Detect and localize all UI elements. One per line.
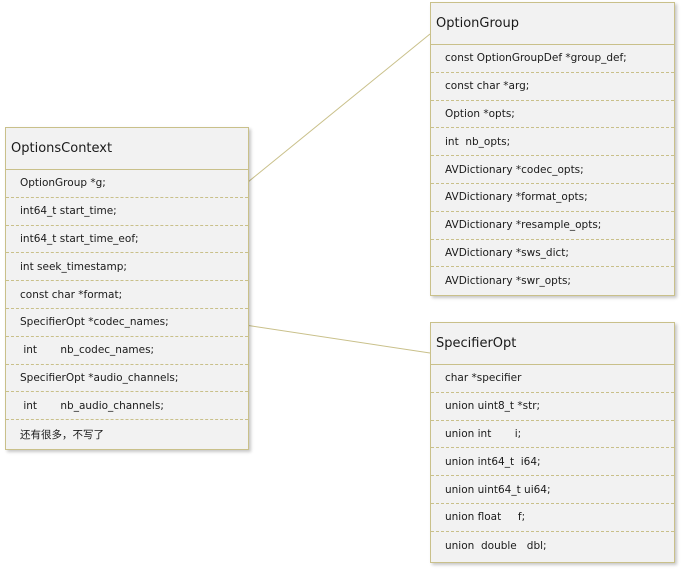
field-row: int64_t start_time_eof; [6, 226, 248, 254]
field-row: int nb_opts; [431, 128, 674, 157]
field-row: AVDictionary *resample_opts; [431, 212, 674, 240]
field-row: union uint8_t *str; [431, 393, 674, 421]
option-group-fields: const OptionGroupDef *group_def; const c… [431, 45, 674, 295]
options-context-title: OptionsContext [6, 128, 248, 170]
field-row: union int64_t i64; [431, 448, 674, 477]
field-row: AVDictionary *codec_opts; [431, 156, 674, 184]
options-context-box: OptionsContext OptionGroup *g; int64_t s… [5, 127, 249, 450]
option-group-box: OptionGroup const OptionGroupDef *group_… [430, 2, 675, 296]
options-context-fields: OptionGroup *g; int64_t start_time; int6… [6, 170, 248, 448]
field-row: SpecifierOpt *audio_channels; [6, 365, 248, 393]
field-row: AVDictionary *format_opts; [431, 184, 674, 212]
connector-optiongroup [247, 33, 431, 183]
field-row: SpecifierOpt *codec_names; [6, 309, 248, 337]
field-row: union int i; [431, 421, 674, 449]
field-row: Option *opts; [431, 101, 674, 129]
field-row: union float f; [431, 504, 674, 532]
connector-specifieropt [231, 322, 431, 354]
field-row: const char *format; [6, 281, 248, 309]
specifier-opt-box: SpecifierOpt char *specifier union uint8… [430, 322, 675, 563]
field-row: union double dbl; [445, 539, 547, 552]
field-row: int64_t start_time; [6, 198, 248, 226]
field-row: AVDictionary *sws_dict; [431, 240, 674, 268]
field-row: int seek_timestamp; [6, 253, 248, 282]
field-row: union uint64_t ui64; [431, 476, 674, 504]
field-row: const char *arg; [431, 73, 674, 101]
field-row: int nb_audio_channels; [6, 392, 248, 421]
field-row: char *specifier [431, 365, 674, 393]
specifier-opt-title: SpecifierOpt [431, 323, 674, 365]
field-row: 还有很多，不写了 [20, 428, 104, 441]
field-row: AVDictionary *swr_opts; [445, 275, 571, 288]
field-row: OptionGroup *g; [6, 170, 248, 198]
specifier-opt-fields: char *specifier union uint8_t *str; unio… [431, 365, 674, 560]
field-row: const OptionGroupDef *group_def; [431, 45, 674, 73]
option-group-title: OptionGroup [431, 3, 674, 45]
field-row: int nb_codec_names; [6, 337, 248, 365]
